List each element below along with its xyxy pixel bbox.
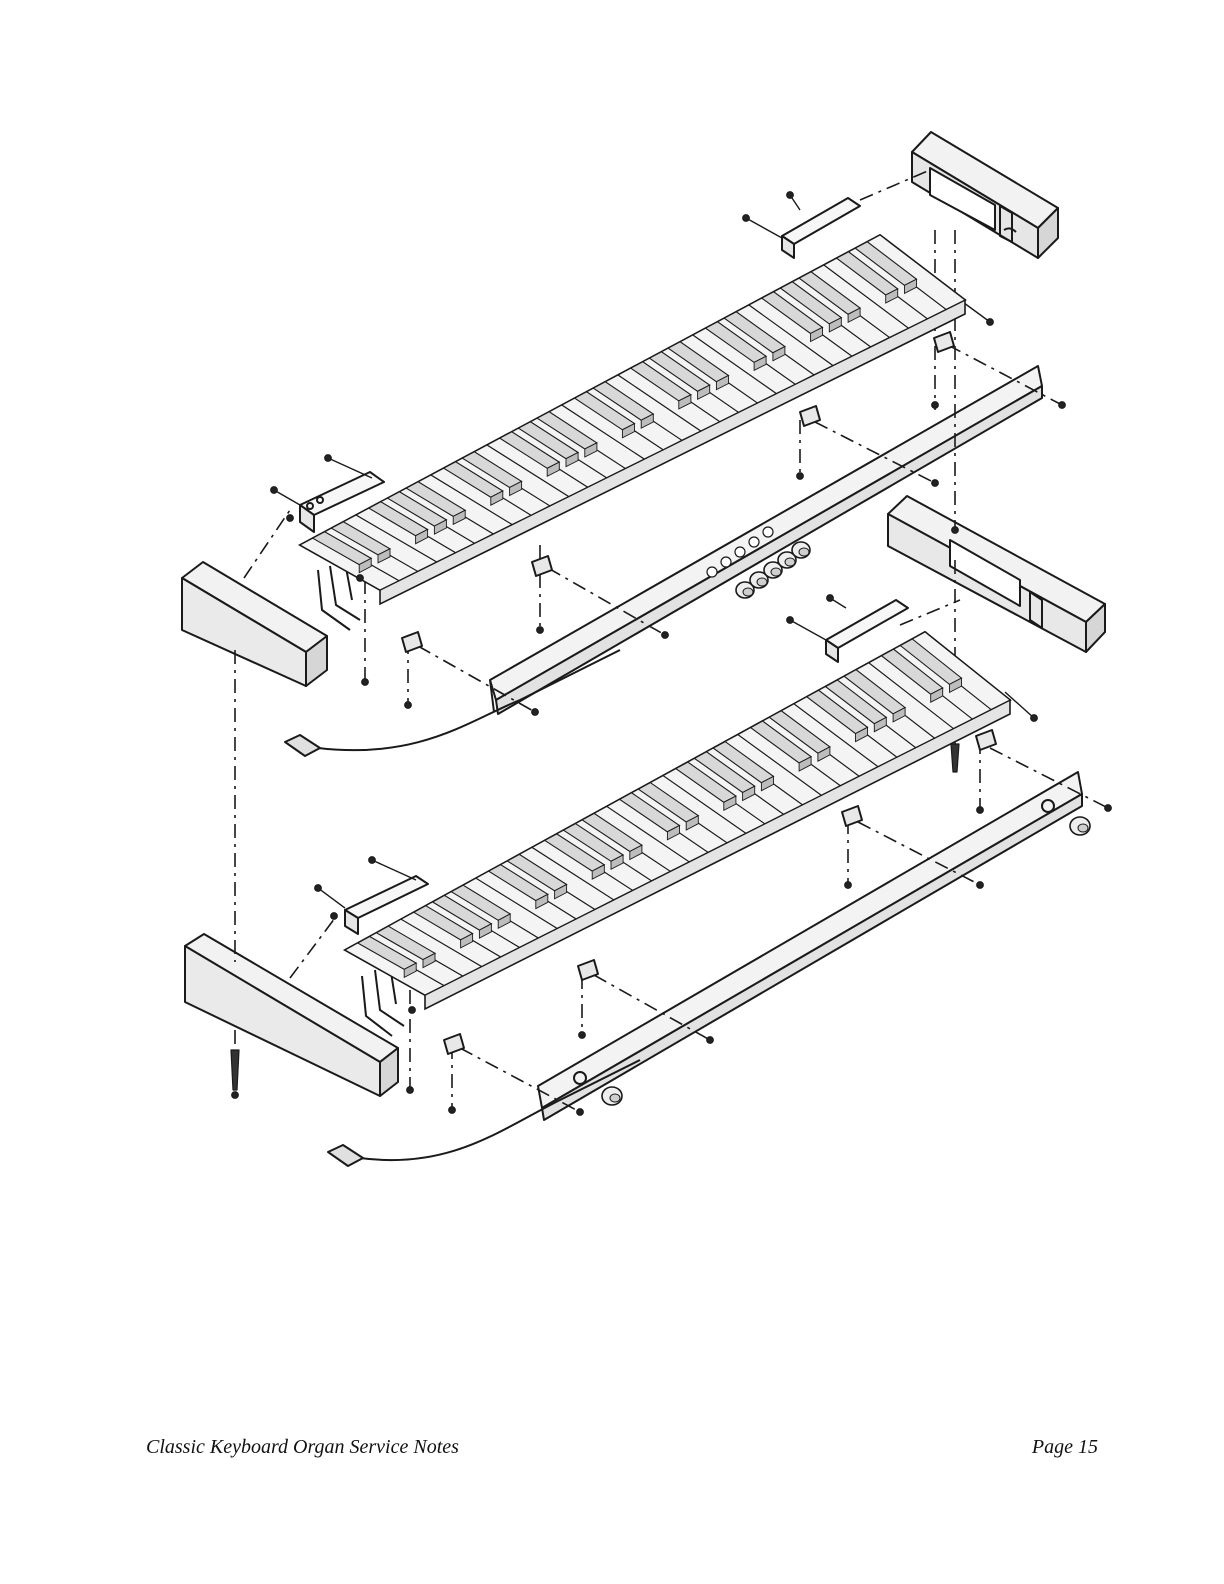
upper-rail-knob-cap [757, 578, 767, 586]
upper-rail-hole [735, 547, 745, 557]
footer-document-title: Classic Keyboard Organ Service Notes [146, 1436, 459, 1459]
lower-rail-knob-cap [1078, 824, 1088, 832]
upper-rail-knob-cap [785, 558, 795, 566]
upper-cable-connector [285, 735, 320, 756]
upper-rail-knob-cap [771, 568, 781, 576]
upper-rail-hole [707, 567, 717, 577]
upper-rail-hole [721, 557, 731, 567]
screws [232, 192, 1112, 1116]
screw [952, 527, 959, 534]
screw [537, 627, 544, 634]
screw [579, 1032, 586, 1039]
screw [707, 1037, 714, 1044]
screw [743, 215, 750, 222]
screw [577, 1109, 584, 1116]
screw [1031, 715, 1038, 722]
upper-rail-hole [749, 537, 759, 547]
screw [232, 1092, 239, 1099]
screw [932, 402, 939, 409]
screw [449, 1107, 456, 1114]
screw [362, 679, 369, 686]
lower-rail-knob-cap [610, 1094, 620, 1102]
upper-manual-keyboard [300, 235, 965, 604]
upper-rail-knob-cap [743, 588, 753, 596]
upper-right-end-block [912, 132, 1058, 258]
screw [357, 575, 364, 582]
screw [797, 473, 804, 480]
screw [407, 1087, 414, 1094]
screw [977, 882, 984, 889]
screw [532, 709, 539, 716]
upper-rail-knob-cap [799, 548, 809, 556]
screw [271, 487, 278, 494]
screw [325, 455, 332, 462]
screw [787, 192, 794, 199]
upper-left-end-block [182, 562, 327, 686]
static-parts [182, 132, 1108, 1166]
screw [409, 1007, 416, 1014]
upper-right-bracket [782, 198, 860, 258]
screw [331, 913, 338, 920]
screw [662, 632, 669, 639]
screw [987, 319, 994, 326]
lower-manual-keyboard [345, 632, 1010, 1009]
upper-rail-hole [763, 527, 773, 537]
screw [932, 480, 939, 487]
screw [1059, 402, 1066, 409]
screw [827, 595, 834, 602]
screw [1105, 805, 1112, 812]
lower-cable-connector [328, 1145, 363, 1166]
screw [405, 702, 412, 709]
screw [315, 885, 322, 892]
screw [787, 617, 794, 624]
alignment-lines [235, 170, 1108, 1112]
exploded-keyboard-assembly-diagram [0, 0, 1224, 1390]
screw [845, 882, 852, 889]
footer-page-number: Page 15 [1032, 1436, 1098, 1459]
screw [369, 857, 376, 864]
screw [977, 807, 984, 814]
lower-right-end-block [888, 496, 1105, 652]
screw [287, 515, 294, 522]
